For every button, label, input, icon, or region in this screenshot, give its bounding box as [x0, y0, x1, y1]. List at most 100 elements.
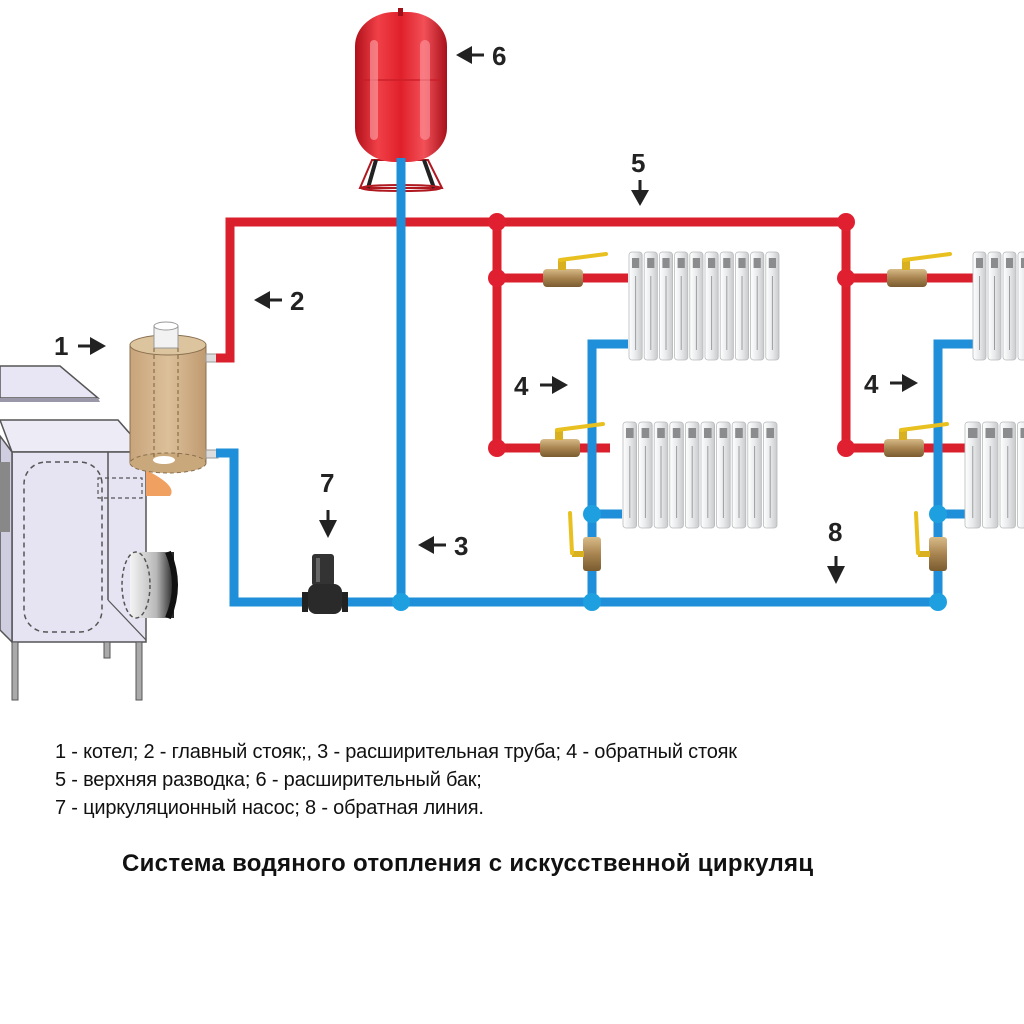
callout-label: 7 [320, 468, 334, 498]
radiator-section [731, 421, 747, 529]
callout-label: 2 [290, 286, 304, 316]
radiator-section [987, 251, 1002, 361]
diagram-caption: Система водяного отопления с искусственн… [122, 850, 814, 877]
radiator-top-right [972, 251, 1024, 361]
arrow-left-icon [418, 536, 446, 554]
callout-4-right: 4 [864, 369, 918, 399]
return-junctions [392, 505, 947, 611]
radiator-section [685, 421, 700, 529]
arrow-left-icon [456, 46, 484, 64]
legend-line: 1 - котел; 2 - главный стояк;, 3 - расши… [55, 741, 737, 763]
radiator-section [1002, 251, 1017, 361]
callout-label: 6 [492, 41, 506, 71]
radiator-section [669, 421, 684, 529]
drain-valve[interactable] [568, 511, 601, 571]
supply-junctions [488, 213, 855, 457]
valve-body [929, 537, 947, 571]
arrow-down-icon [827, 556, 845, 584]
valve-handle[interactable] [555, 422, 605, 432]
callout-label: 5 [631, 148, 645, 178]
radiator-section [704, 251, 719, 361]
radiator-section [719, 251, 734, 361]
radiator-section [700, 421, 716, 529]
valve-handle[interactable] [902, 252, 952, 262]
radiator-section [750, 251, 765, 361]
radiator-section [982, 421, 999, 529]
radiator-section [747, 421, 762, 529]
callout-5: 5 [631, 148, 649, 206]
radiator-section [716, 421, 731, 529]
valve-handle[interactable] [899, 422, 949, 432]
expansion-tank [355, 8, 447, 222]
return-pipes [216, 162, 975, 607]
legend-line: 5 - верхняя разводка; 6 - расширительный… [55, 769, 482, 791]
valve-stem [572, 551, 584, 557]
boiler-leg [103, 641, 111, 659]
radiator-section [1017, 251, 1024, 361]
callout-label: 3 [454, 531, 468, 561]
circulation-pump [302, 554, 348, 614]
radiator-section [735, 251, 750, 361]
radiator-section [643, 251, 658, 361]
ball-valve[interactable] [540, 422, 605, 457]
callout-8: 8 [827, 517, 845, 584]
radiator-section [674, 251, 689, 361]
arrow-right-icon [540, 376, 568, 394]
callout-3: 3 [418, 531, 468, 561]
valve-handle[interactable] [914, 511, 920, 555]
valve-stem [899, 430, 907, 440]
heat-exchanger [129, 321, 219, 474]
valve-body [884, 439, 924, 457]
boiler [0, 365, 178, 701]
callout-label: 8 [828, 517, 842, 547]
ball-valve[interactable] [543, 252, 608, 287]
valve-handle[interactable] [568, 511, 574, 555]
arrow-down-icon [631, 180, 649, 206]
valve-stem [918, 551, 930, 557]
radiator-section [765, 251, 780, 361]
radiator-section [999, 421, 1016, 529]
valve-body [887, 269, 927, 287]
radiator-section [1017, 421, 1024, 529]
valve-handle[interactable] [558, 252, 608, 262]
radiator-section [763, 421, 778, 529]
callout-label: 4 [864, 369, 879, 399]
callout-1: 1 [54, 331, 106, 361]
radiator-bottom-right [964, 421, 1024, 529]
legend: 1 - котел; 2 - главный стояк;, 3 - расши… [55, 738, 737, 822]
radiator-section [964, 421, 981, 529]
radiator-section [638, 421, 653, 529]
valve-body [540, 439, 580, 457]
ball-valve[interactable] [884, 422, 949, 457]
heating-system-diagram: 1 2 3 4 4 5 6 7 8 [0, 8, 1024, 701]
legend-line: 7 - циркуляционный насос; 8 - обратная л… [55, 797, 484, 819]
valve-body [583, 537, 601, 571]
boiler-leg [135, 641, 143, 701]
valve-stem [555, 430, 563, 440]
ball-valve[interactable] [887, 252, 952, 287]
radiator-section [622, 421, 638, 529]
arrow-right-icon [890, 374, 918, 392]
valve-stem [558, 260, 566, 270]
boiler-top [0, 419, 148, 453]
radiator-section [628, 251, 643, 361]
callout-label: 1 [54, 331, 68, 361]
boiler-leg [11, 641, 19, 701]
callout-2: 2 [254, 286, 304, 316]
radiator-bottom-left [622, 421, 778, 529]
arrow-right-icon [78, 337, 106, 355]
arrow-down-icon [319, 510, 337, 538]
callout-7: 7 [319, 468, 337, 538]
flue-pipe [121, 550, 178, 620]
drain-valve[interactable] [914, 511, 947, 571]
valve-body [543, 269, 583, 287]
radiator-section [689, 251, 704, 361]
radiator-top-left [628, 251, 780, 361]
callout-label: 4 [514, 371, 529, 401]
boiler-lid [0, 365, 101, 399]
arrow-left-icon [254, 291, 282, 309]
callout-6: 6 [456, 41, 506, 71]
radiator-section [659, 251, 674, 361]
radiator-section [972, 251, 987, 361]
valve-stem [902, 260, 910, 270]
